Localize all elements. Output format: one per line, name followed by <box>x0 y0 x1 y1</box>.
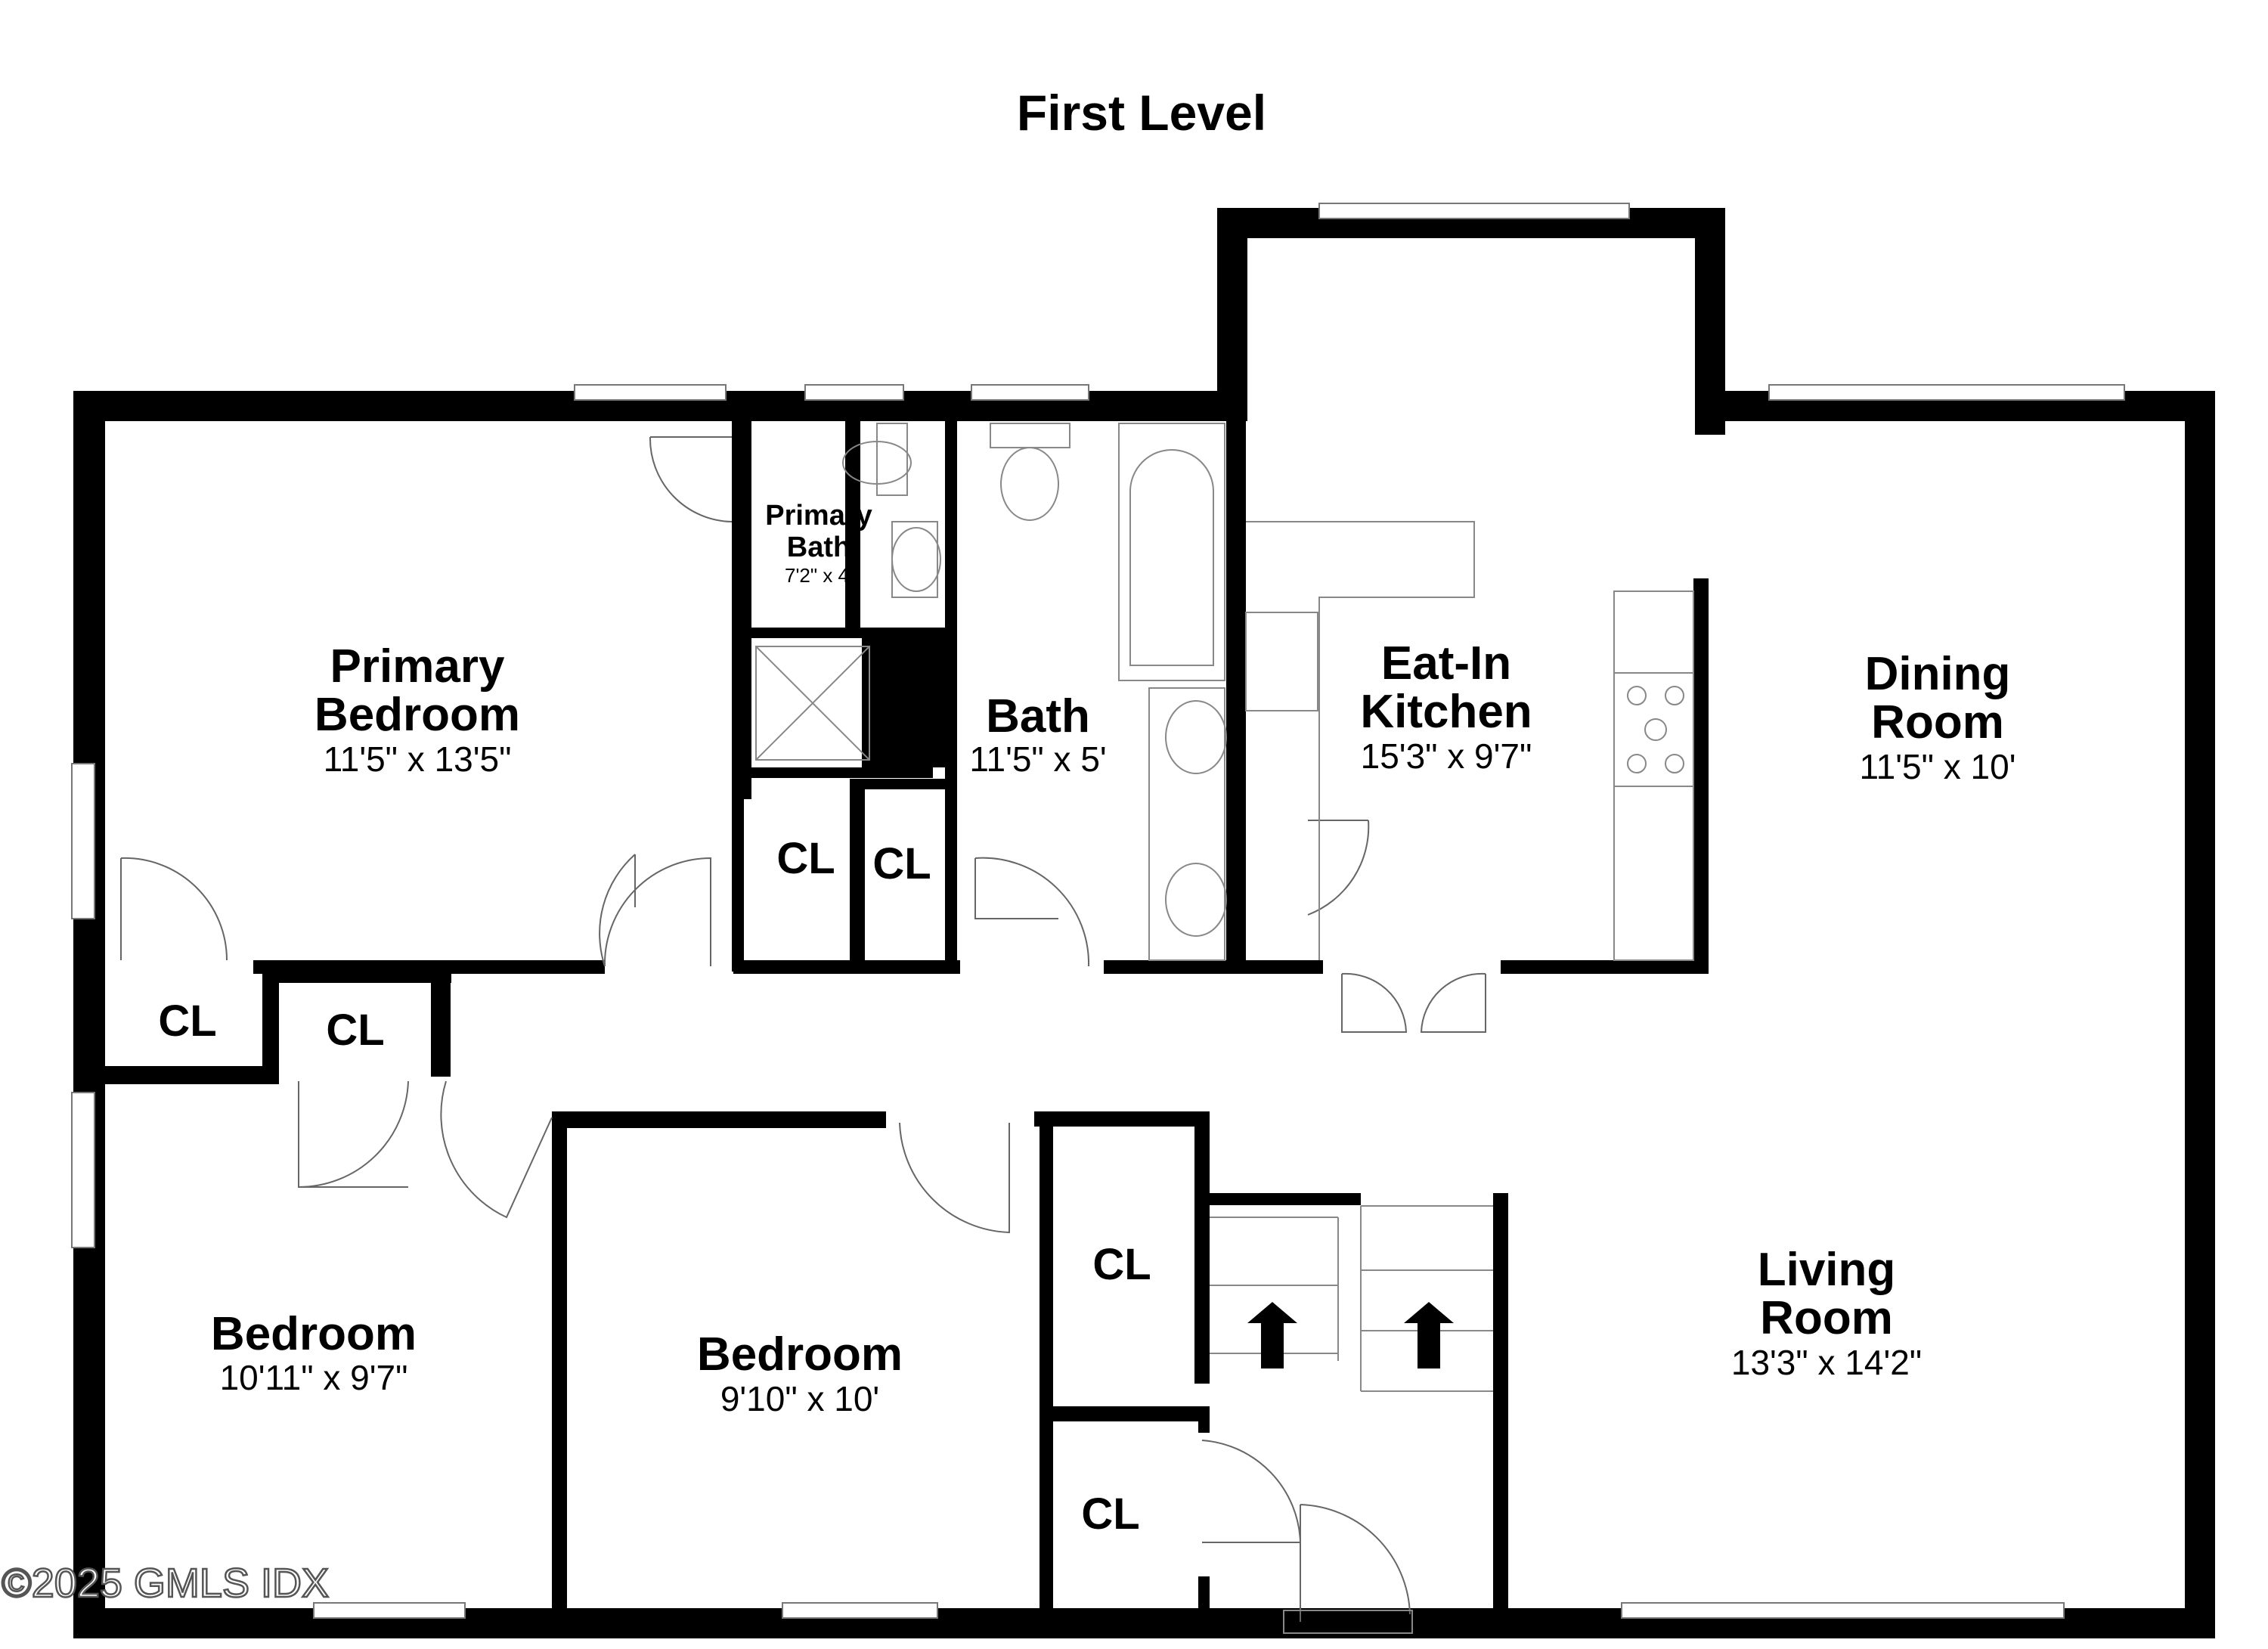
toilet-icon <box>990 423 1070 521</box>
room-bedroom-left: Bedroom 10'11" x 9'7" <box>211 1308 417 1397</box>
toilet-icon <box>842 423 912 496</box>
room-dimensions: 11'5" x 5' <box>969 739 1106 779</box>
room-dimensions: 7'2" x 4' <box>785 564 853 587</box>
room-name: Primary <box>330 640 505 693</box>
window-icon <box>1621 1602 2065 1619</box>
room-dimensions: 10'11" x 9'7" <box>220 1358 408 1397</box>
door-swing-icon <box>1201 1440 1302 1543</box>
room-name: Bedroom <box>211 1308 417 1360</box>
staircase <box>1210 1205 1493 1392</box>
stair-up-arrow-icon <box>1247 1302 1297 1368</box>
bathtub-icon <box>1118 423 1225 681</box>
window-icon <box>313 1602 466 1619</box>
closet-label: CL <box>776 834 835 883</box>
closet-label: CL <box>872 839 931 888</box>
room-bath: Bath 11'5" x 5' <box>969 690 1106 779</box>
sink-icon <box>1245 612 1318 711</box>
window-icon <box>1768 384 2125 401</box>
door-swing-icon <box>1300 1504 1411 1622</box>
plan-title: First Level <box>1017 85 1266 141</box>
fixtures <box>755 423 1694 961</box>
door-swing-icon <box>649 436 733 522</box>
window-icon <box>804 384 904 401</box>
window-icon <box>574 384 727 401</box>
sink-icon <box>1148 687 1227 961</box>
room-dimensions: 13'3" x 14'2" <box>1731 1343 1922 1382</box>
exterior-walls <box>73 208 2215 1638</box>
room-name: Bedroom <box>697 1328 903 1381</box>
closets: CL CL CL CL CL CL <box>158 834 1151 1539</box>
window-icon <box>971 384 1089 401</box>
window-icon <box>71 1092 95 1248</box>
door-swing-icon <box>1307 820 1370 916</box>
door-swing-icon <box>298 1080 409 1188</box>
interior-walls <box>73 238 1709 1629</box>
sink-icon <box>891 521 941 598</box>
closet-label: CL <box>326 1006 384 1055</box>
closet-label: CL <box>158 997 216 1046</box>
room-dining-room: Dining Room 11'5" x 10' <box>1860 648 2016 786</box>
door-swing-icon <box>603 857 711 967</box>
room-name: Dining <box>1865 648 2011 700</box>
room-dimensions: 11'5" x 10' <box>1860 747 2016 786</box>
door-swing-icon <box>974 857 1090 967</box>
room-primary-bedroom: Primary Bedroom 11'5" x 13'5" <box>314 640 520 779</box>
door-swing-icon <box>120 857 228 961</box>
stair-up-arrow-icon <box>1404 1302 1454 1368</box>
watermark: ©2025 GMLS IDX <box>2 1561 329 1606</box>
window-icon <box>782 1602 938 1619</box>
room-name: Room <box>1760 1292 1893 1344</box>
room-name: Room <box>1871 696 2004 749</box>
door-swing-icon <box>599 854 636 967</box>
window-icon <box>1318 203 1630 219</box>
room-primary-bath: Primary Bath 7'2" x 4' <box>765 500 872 587</box>
closet-label: CL <box>1092 1240 1151 1289</box>
room-dimensions: 15'3" x 9'7" <box>1361 736 1532 776</box>
doors <box>120 436 1486 1634</box>
cooktop-icon <box>1613 672 1694 787</box>
room-living-room: Living Room 13'3" x 14'2" <box>1731 1244 1922 1382</box>
door-swing-icon <box>1341 972 1486 1033</box>
room-bedroom-center: Bedroom 9'10" x 10' <box>697 1328 903 1418</box>
room-name: Bath <box>787 532 850 563</box>
room-name: Bath <box>986 690 1090 742</box>
room-name: Eat-In <box>1381 637 1511 690</box>
room-name: Bedroom <box>314 689 520 741</box>
closet-label: CL <box>1081 1489 1139 1539</box>
room-name: Kitchen <box>1360 686 1532 738</box>
door-swing-icon <box>440 1080 553 1219</box>
room-dimensions: 9'10" x 10' <box>720 1379 879 1418</box>
room-name: Primary <box>765 500 872 532</box>
room-dimensions: 11'5" x 13'5" <box>324 739 512 779</box>
room-name: Living <box>1758 1244 1896 1296</box>
shower-icon <box>755 646 870 761</box>
room-eat-in-kitchen: Eat-In Kitchen 15'3" x 9'7" <box>1360 637 1532 776</box>
windows <box>71 203 2125 1619</box>
window-icon <box>71 763 95 919</box>
door-swing-icon <box>899 1122 1010 1234</box>
